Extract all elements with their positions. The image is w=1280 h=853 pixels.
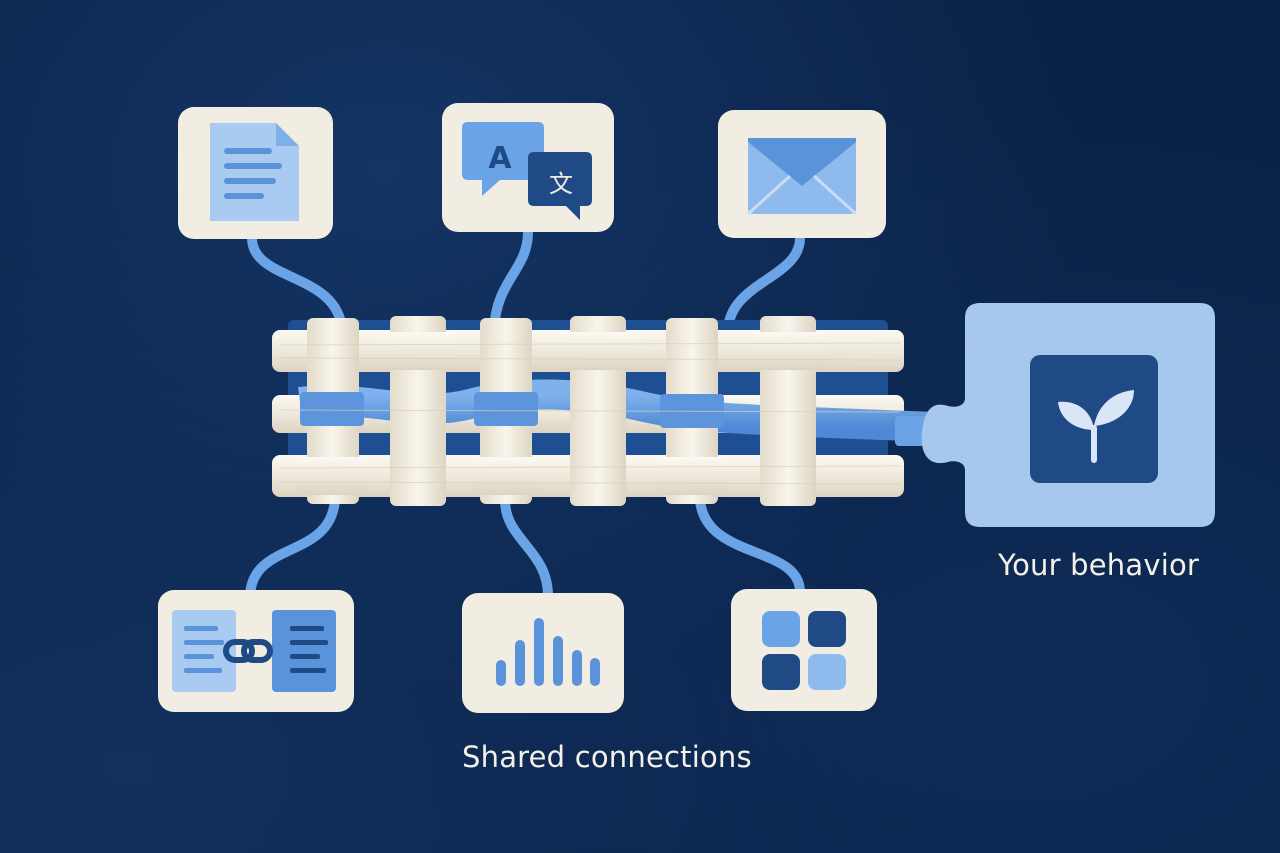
shared-connections-label: Shared connections xyxy=(462,740,752,774)
thread-translate xyxy=(489,227,533,335)
translate-cjk-glyph: 文 xyxy=(549,170,573,198)
thread-linked xyxy=(245,495,340,601)
card-mail[interactable] xyxy=(718,110,886,238)
card-bar-chart[interactable] xyxy=(462,593,624,713)
bar-chart-icon xyxy=(496,618,600,686)
linked-documents-icon xyxy=(172,610,336,692)
translate-icon: A 文 xyxy=(462,122,592,220)
document-icon xyxy=(210,123,299,221)
thread-chart xyxy=(500,495,553,601)
card-document[interactable] xyxy=(178,107,333,239)
thread-grid xyxy=(695,495,805,597)
thread-mail xyxy=(723,233,805,335)
grid-apps-icon xyxy=(762,611,846,690)
thread-document xyxy=(247,233,347,335)
sprout-icon xyxy=(1058,390,1134,463)
weave-fiber-texture xyxy=(279,342,901,485)
card-linked-documents[interactable] xyxy=(158,590,354,712)
connection-threads xyxy=(245,227,805,601)
mail-icon xyxy=(746,138,858,216)
card-grid-apps[interactable] xyxy=(731,589,877,711)
translate-latin-glyph: A xyxy=(488,141,512,176)
behavior-plugin[interactable] xyxy=(921,303,1215,527)
card-translate[interactable]: A 文 xyxy=(442,103,614,232)
behavior-label: Your behavior xyxy=(998,548,1200,582)
